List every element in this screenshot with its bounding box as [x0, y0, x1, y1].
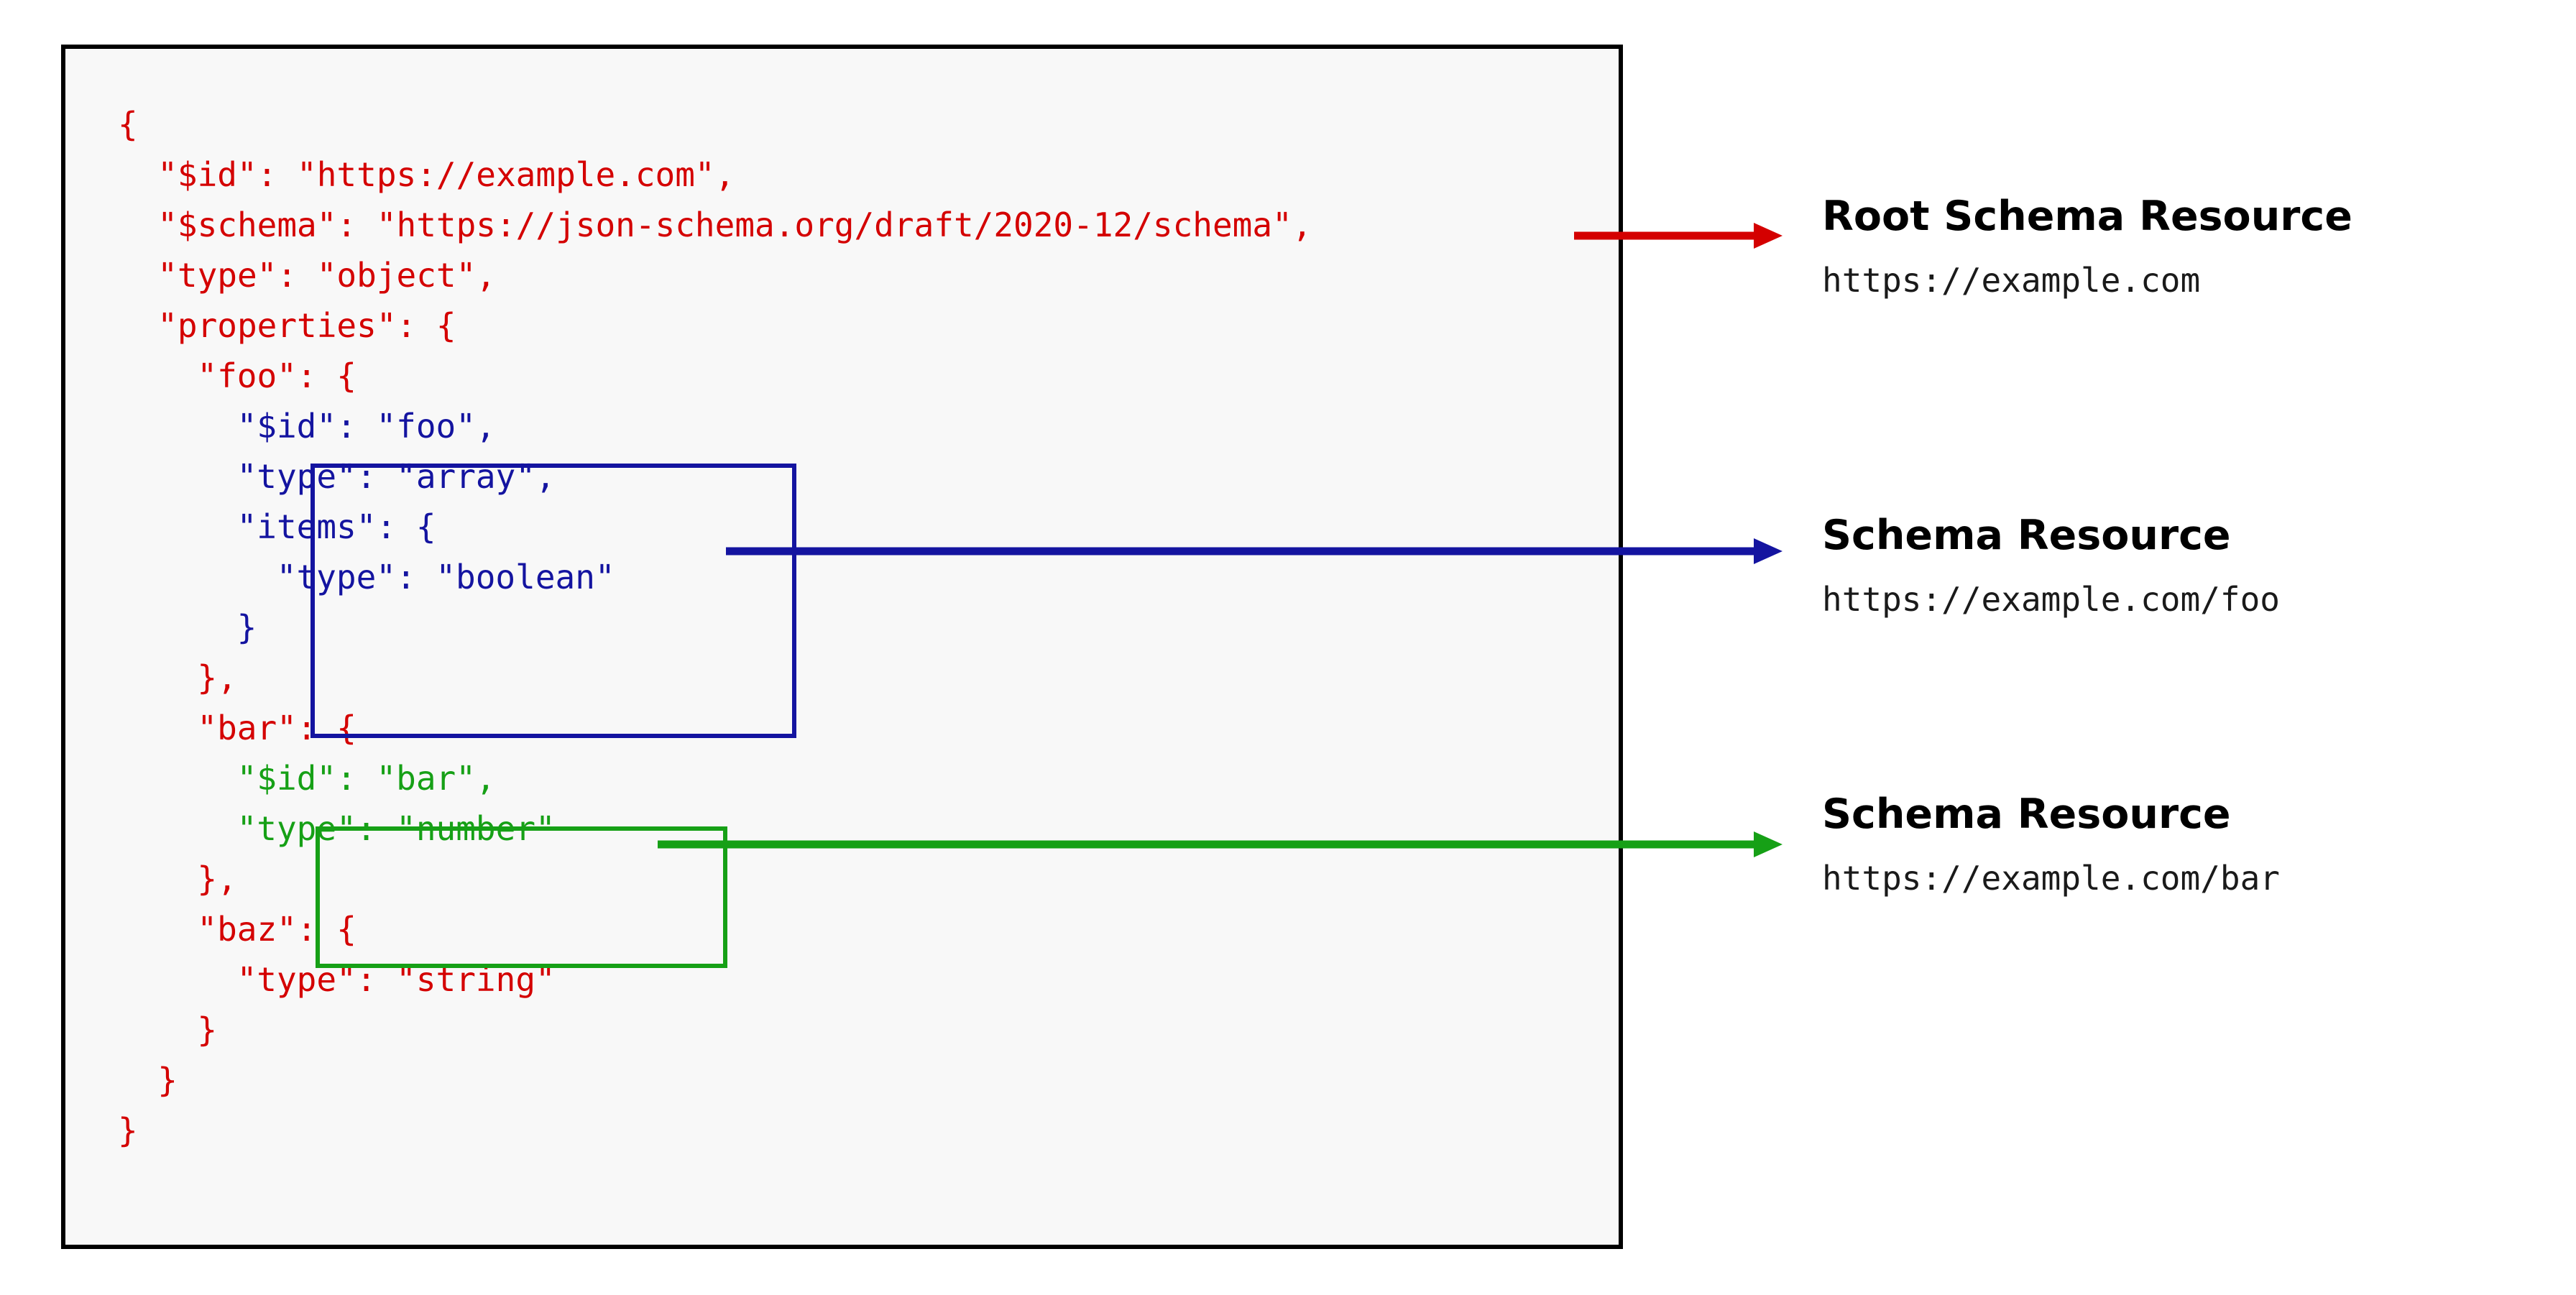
code-line: },	[197, 860, 237, 898]
code-line: "baz": {	[197, 910, 356, 949]
annotation-url-bar: https://example.com/bar	[1822, 858, 2280, 898]
code-line: "$id": "https://example.com",	[157, 155, 735, 194]
code-line: "$id": "bar",	[236, 759, 496, 798]
highlight-box-foo	[310, 464, 796, 738]
code-line: },	[197, 658, 237, 697]
json-code-block: { "$id": "https://example.com", "$schema":…	[65, 49, 1619, 1245]
annotation-title-bar: Schema Resource	[1822, 791, 2231, 838]
arrow-foo-schema	[726, 538, 1782, 564]
code-line: "$schema": "https://json-schema.org/draf…	[157, 206, 1312, 244]
annotation-url-root: https://example.com	[1822, 260, 2201, 300]
annotation-root-schema: Root Schema Resource https://example.com	[1822, 195, 2352, 298]
arrow-root-schema	[1574, 223, 1782, 249]
code-line: }	[236, 608, 257, 647]
annotation-bar-schema: Schema Resource https://example.com/bar	[1822, 793, 2280, 895]
code-line: "foo": {	[197, 356, 356, 395]
code-line: }	[197, 1010, 218, 1049]
code-line: "items": {	[236, 507, 436, 546]
code-line: "properties": {	[157, 306, 456, 345]
code-line: "type": "boolean"	[276, 558, 615, 596]
arrow-bar-schema	[658, 831, 1782, 857]
code-line: "type": "object",	[157, 256, 496, 295]
highlight-box-bar	[316, 826, 727, 968]
code-line: {	[118, 105, 138, 144]
annotation-foo-schema: Schema Resource https://example.com/foo	[1822, 512, 2280, 619]
code-line: }	[118, 1111, 138, 1150]
code-line: }	[157, 1061, 178, 1100]
annotation-title-root: Root Schema Resource	[1822, 193, 2352, 240]
code-line: "bar": {	[197, 709, 356, 747]
annotation-url-foo: https://example.com/foo	[1822, 579, 2280, 619]
annotation-title-foo: Schema Resource	[1822, 512, 2231, 559]
code-line: "$id": "foo",	[236, 407, 496, 446]
json-code-panel: { "$id": "https://example.com", "$schema":…	[61, 45, 1623, 1249]
